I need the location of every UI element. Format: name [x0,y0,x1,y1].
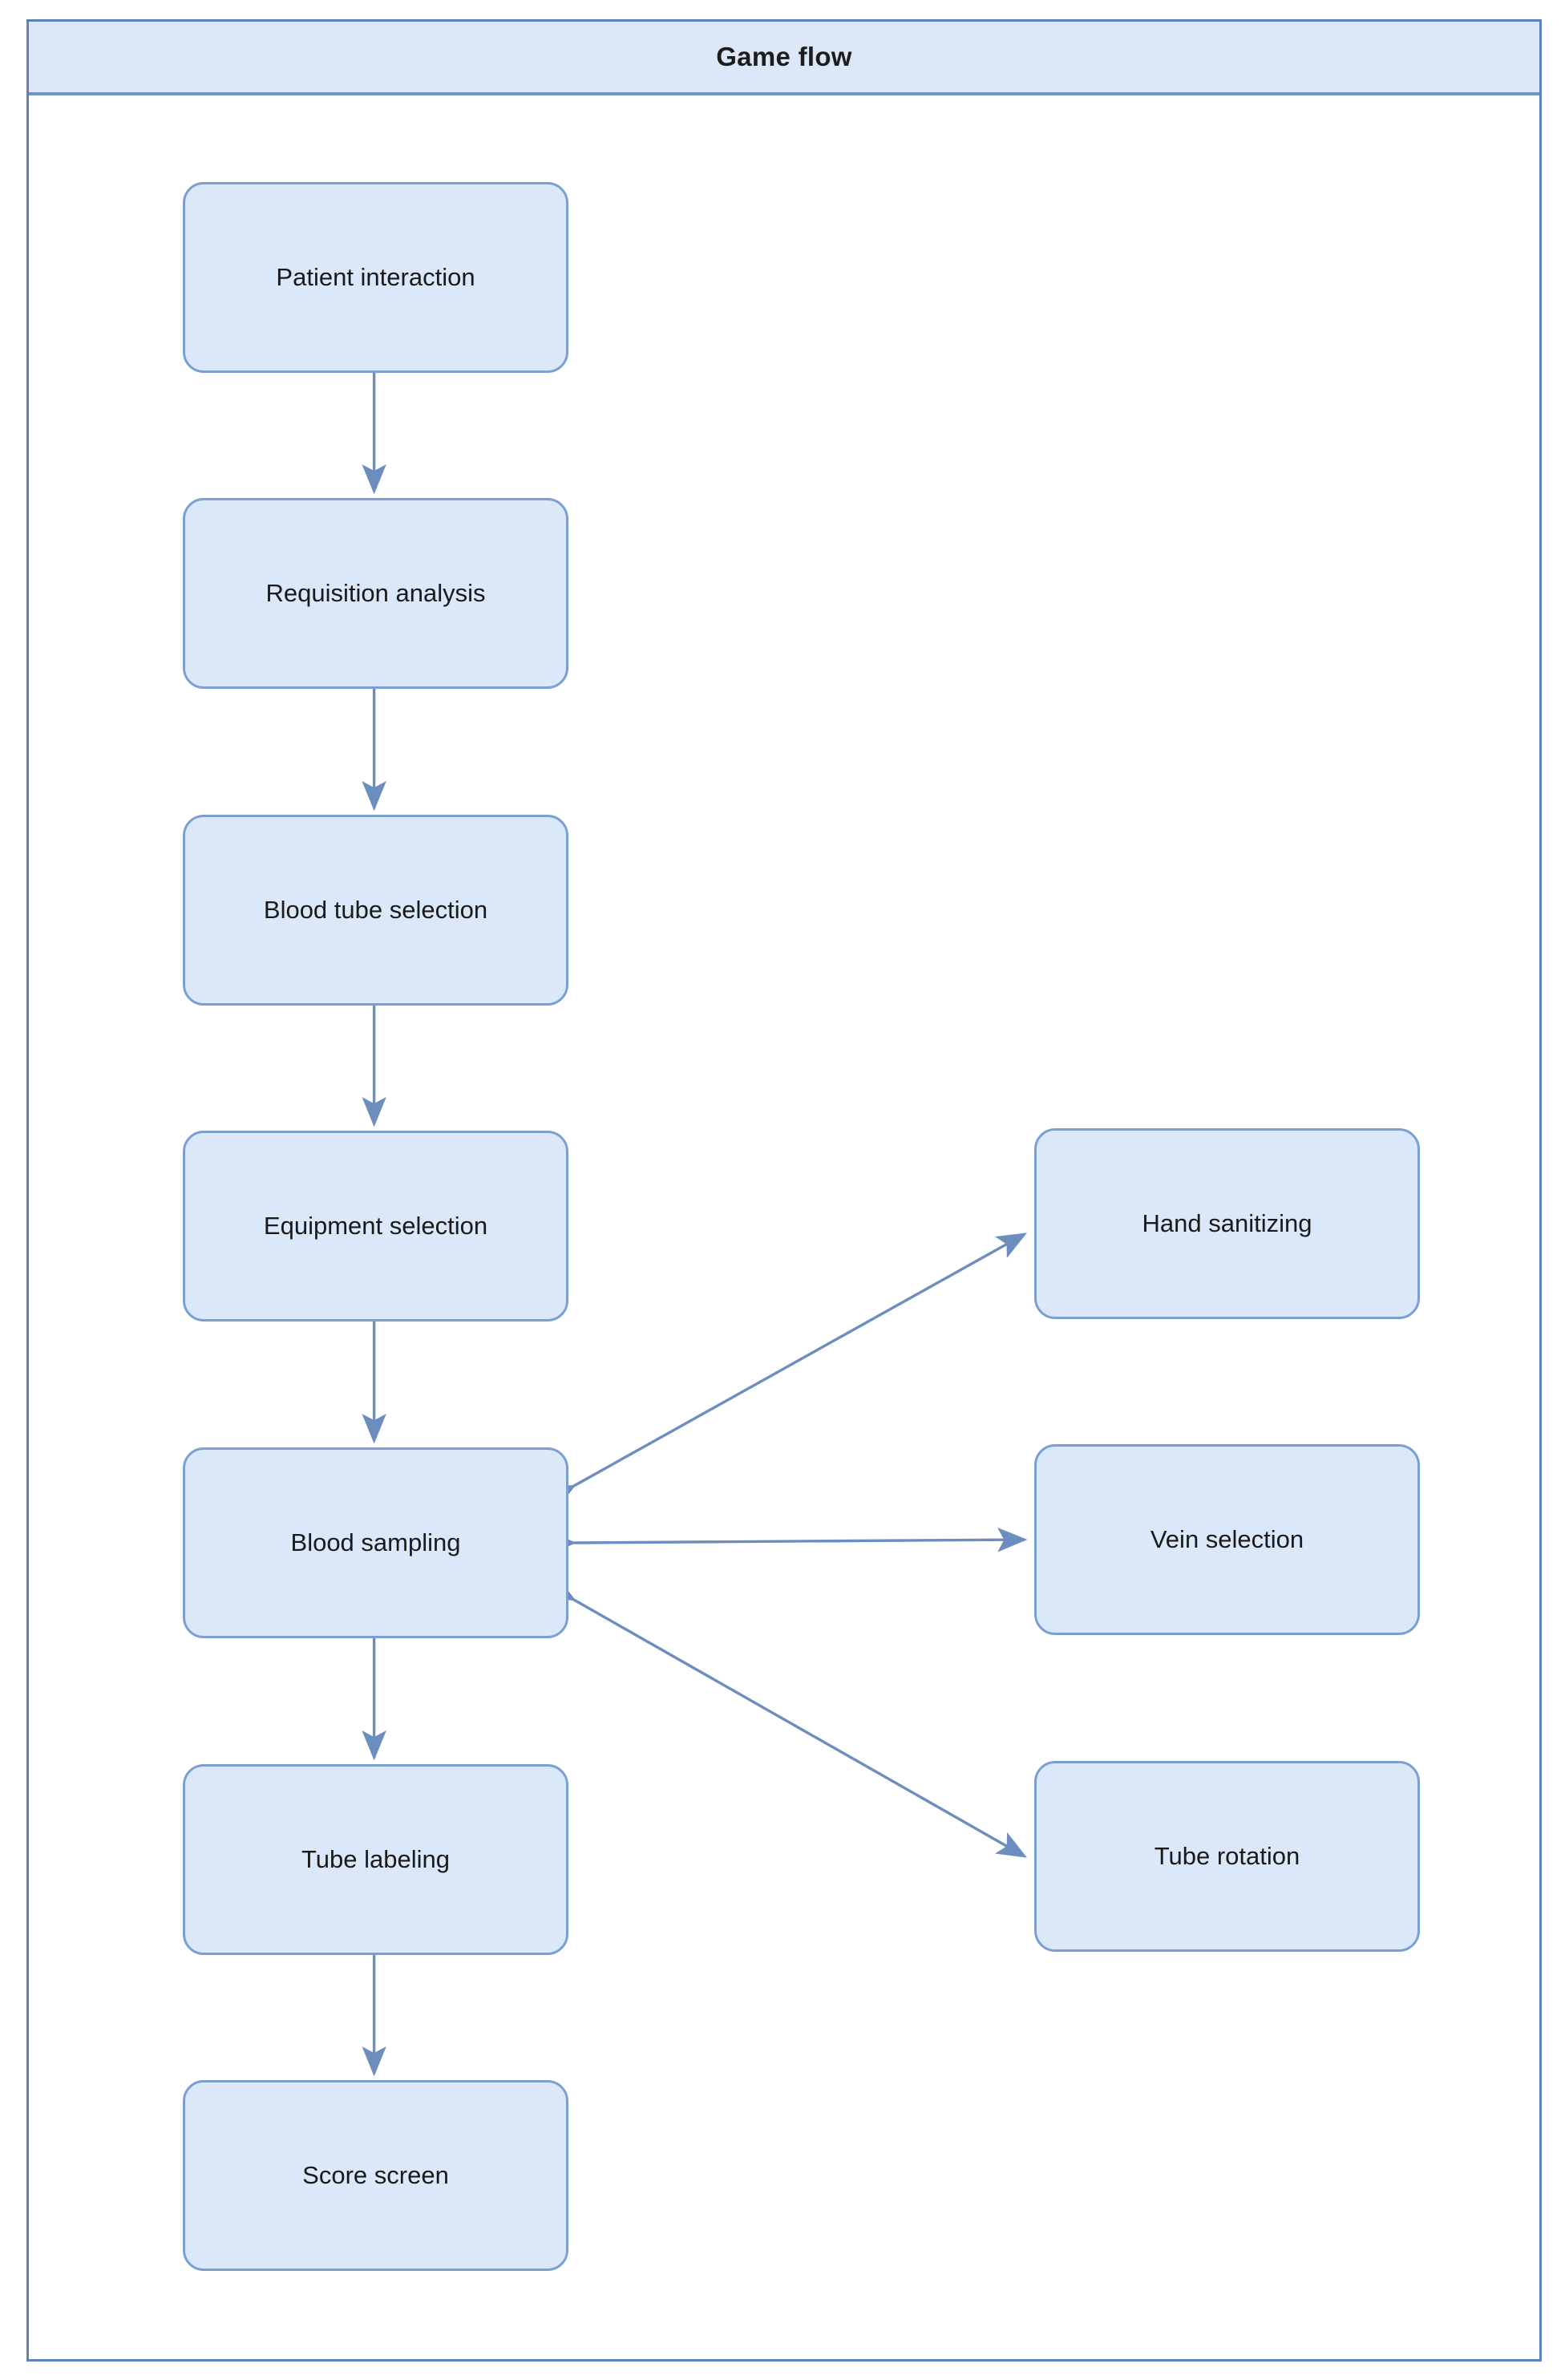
node-tube-labeling[interactable]: Tube labeling [183,1764,568,1955]
edge-bloodsampling-hand-sanitizing [544,1232,1028,1510]
diagram-canvas: Patient interaction Requisition analysis… [29,95,1539,2361]
edge-bloodsampling-vein-selection [546,1527,1028,1556]
node-vein-selection[interactable]: Vein selection [1034,1444,1420,1635]
diagram-frame: Game flow Pati [26,19,1542,2362]
node-hand-sanitizing[interactable]: Hand sanitizing [1034,1128,1420,1319]
node-blood-sampling[interactable]: Blood sampling [183,1447,568,1638]
page-title: Game flow [716,42,852,71]
edge-bloodsampling-tube-rotation [544,1575,1027,1858]
node-tube-rotation[interactable]: Tube rotation [1034,1761,1420,1952]
node-requisition-analysis[interactable]: Requisition analysis [183,498,568,689]
node-patient-interaction[interactable]: Patient interaction [183,182,568,373]
node-blood-tube-selection[interactable]: Blood tube selection [183,815,568,1006]
node-score-screen[interactable]: Score screen [183,2080,568,2271]
node-equipment-selection[interactable]: Equipment selection [183,1131,568,1322]
diagram-header: Game flow [29,22,1539,95]
